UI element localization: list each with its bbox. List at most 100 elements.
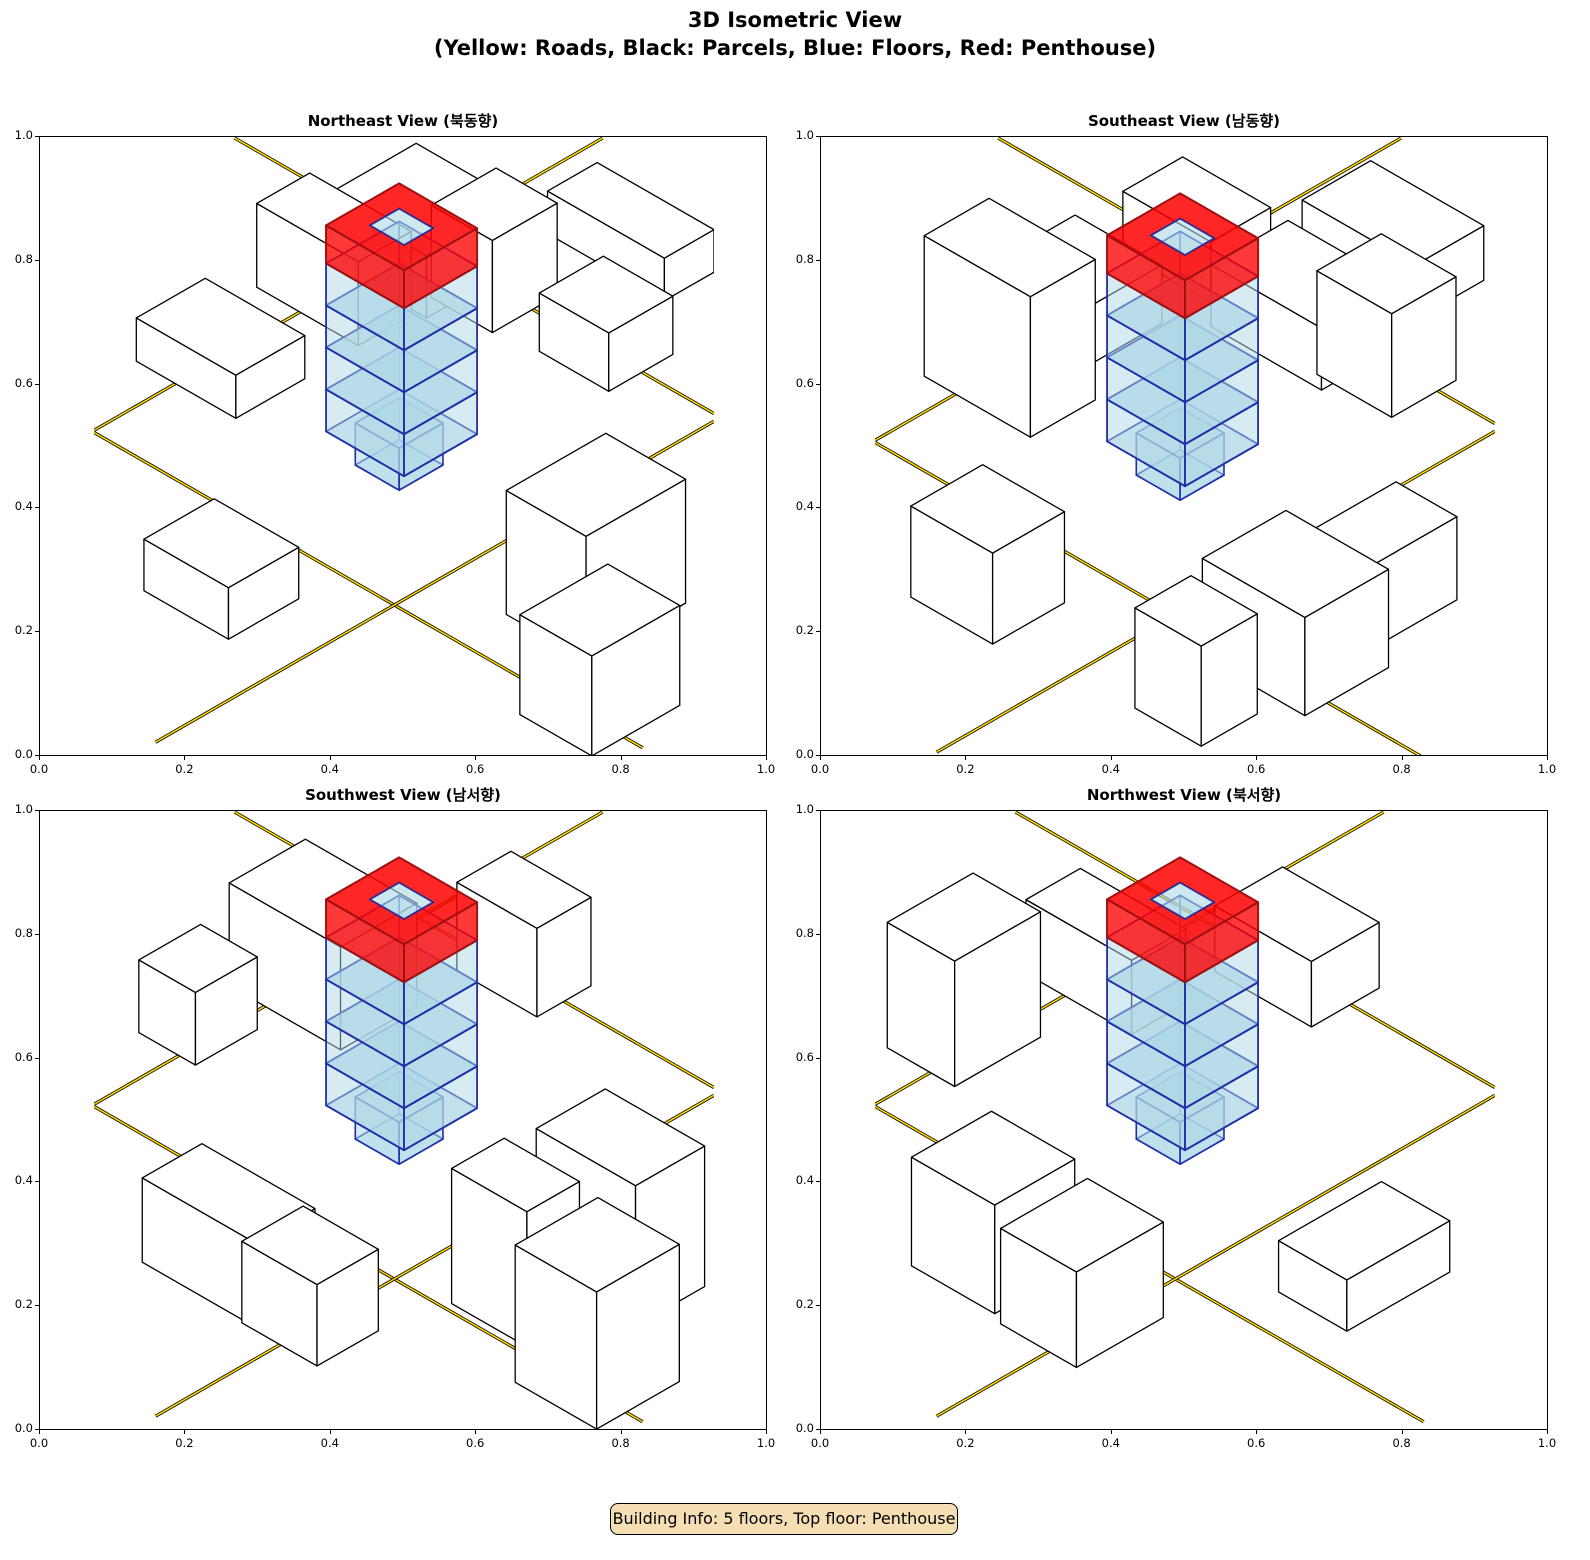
- y-tick-label: 0.2: [795, 623, 814, 638]
- face-top: [999, 1177, 1164, 1273]
- x-tick-mark: [1256, 1430, 1258, 1434]
- y-tick-label: 0.8: [14, 251, 33, 266]
- parcel-building: [1316, 233, 1457, 418]
- face-top: [1277, 1180, 1451, 1281]
- penthouse: [1106, 856, 1260, 984]
- x-tick-label: 0.6: [1247, 1436, 1266, 1450]
- building-info-box: Building Info: 5 floors, Top floor: Pent…: [610, 1503, 958, 1535]
- face-top: [1316, 233, 1457, 315]
- y-tick-label: 0.0: [14, 1421, 33, 1435]
- y-tick-label: 0.8: [795, 251, 814, 266]
- panel-title: Northwest View (북서향): [1086, 786, 1282, 804]
- scene-group: [94, 811, 714, 1429]
- face-top: [535, 1088, 706, 1187]
- x-tick-label: 0.0: [29, 762, 49, 776]
- face-top: [135, 277, 306, 376]
- y-tick-label: 0.8: [795, 925, 814, 940]
- x-tick-mark: [965, 1430, 967, 1434]
- y-tick-mark: [35, 1181, 39, 1183]
- x-tick-label: 0.6: [466, 1436, 485, 1450]
- x-tick-label: 0.6: [1247, 762, 1266, 776]
- y-tick-mark: [816, 755, 820, 756]
- y-tick-label: 0.0: [14, 747, 33, 761]
- face-top: [456, 850, 592, 930]
- y-tick-mark: [816, 259, 820, 261]
- axes-panel: [39, 136, 767, 756]
- y-tick-mark: [35, 1429, 39, 1430]
- parcel-building: [143, 498, 300, 640]
- x-tick-mark: [39, 756, 40, 760]
- x-tick-label: 0.0: [810, 762, 830, 776]
- x-tick-mark: [620, 756, 622, 760]
- x-tick-label: 0.2: [175, 1436, 194, 1450]
- x-tick-label: 1.0: [1537, 762, 1557, 776]
- scene-group: [875, 137, 1495, 755]
- axes-panel: [820, 136, 1548, 756]
- figure-title-line2: (Yellow: Roads, Black: Parcels, Blue: Fl…: [433, 36, 1157, 60]
- face-top: [241, 1205, 379, 1286]
- y-tick-mark: [816, 136, 820, 137]
- x-tick-mark: [1110, 1430, 1112, 1434]
- penthouse: [325, 856, 479, 984]
- x-tick-mark: [39, 1430, 40, 1434]
- panel-title: Southeast View (남동향): [1087, 112, 1281, 130]
- y-tick-mark: [35, 507, 39, 509]
- penthouse: [1106, 192, 1260, 320]
- face-top: [923, 197, 1096, 298]
- x-tick-label: 0.8: [611, 1436, 630, 1450]
- y-tick-mark: [816, 810, 820, 811]
- y-tick-mark: [35, 631, 39, 633]
- x-tick-label: 0.8: [1392, 1436, 1411, 1450]
- isometric-scene: [94, 137, 714, 755]
- y-tick-label: 0.2: [795, 1297, 814, 1312]
- penthouse-courtyard: [368, 881, 435, 920]
- y-tick-mark: [35, 755, 39, 756]
- y-tick-mark: [816, 1305, 820, 1307]
- face-top: [910, 1110, 1076, 1206]
- parcel-building: [135, 277, 306, 420]
- x-tick-mark: [475, 1430, 477, 1434]
- parcel-building: [241, 1205, 379, 1367]
- face-top: [538, 255, 674, 334]
- isometric-scene: [875, 137, 1495, 755]
- panel-title: Northeast View (북동향): [307, 112, 499, 130]
- parcel-building: [923, 197, 1096, 438]
- y-tick-label: 0.4: [795, 1173, 814, 1188]
- axes-panel: [39, 810, 767, 1430]
- y-tick-label: 0.6: [795, 375, 814, 390]
- x-tick-label: 0.6: [466, 762, 485, 776]
- face-top: [505, 432, 687, 537]
- face-top: [1201, 509, 1390, 619]
- x-tick-mark: [820, 1430, 821, 1434]
- x-tick-mark: [766, 756, 767, 760]
- isometric-scene: [94, 811, 714, 1429]
- x-tick-mark: [766, 1430, 767, 1434]
- x-tick-mark: [1110, 756, 1112, 760]
- face-top: [143, 498, 300, 589]
- x-tick-mark: [475, 756, 477, 760]
- y-tick-label: 0.6: [795, 1049, 814, 1064]
- axes-panel: [820, 810, 1548, 1430]
- y-tick-label: 1.0: [14, 802, 33, 816]
- x-tick-label: 0.0: [29, 1436, 49, 1450]
- x-tick-label: 0.4: [320, 1436, 339, 1450]
- face-top: [514, 1196, 680, 1293]
- face-top: [519, 563, 681, 657]
- y-tick-label: 1.0: [795, 128, 814, 142]
- x-tick-label: 0.0: [810, 1436, 830, 1450]
- x-tick-label: 1.0: [756, 1436, 776, 1450]
- y-tick-mark: [35, 1057, 39, 1059]
- parcel-building: [538, 255, 674, 392]
- y-tick-mark: [35, 136, 39, 137]
- y-tick-mark: [816, 631, 820, 633]
- face-top: [546, 161, 714, 259]
- x-tick-mark: [329, 1430, 331, 1434]
- y-tick-label: 0.4: [14, 1173, 33, 1188]
- face-top: [450, 1137, 581, 1213]
- x-tick-mark: [1401, 1430, 1403, 1434]
- x-tick-mark: [620, 1430, 622, 1434]
- parcel-building: [1134, 575, 1258, 747]
- y-tick-mark: [816, 933, 820, 935]
- y-tick-mark: [816, 1429, 820, 1430]
- y-tick-label: 0.4: [14, 499, 33, 514]
